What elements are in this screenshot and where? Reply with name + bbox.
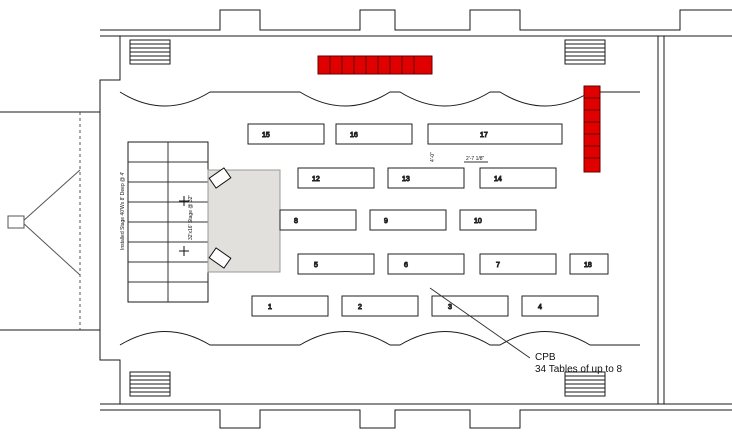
table-row: 12 13 14 bbox=[297, 167, 557, 189]
stairs-top-left bbox=[129, 39, 171, 65]
table-number-9: 9 bbox=[384, 218, 388, 225]
stairs-top-right bbox=[564, 39, 606, 65]
cpb-note: CPB bbox=[535, 352, 556, 363]
stairs-bottom-left bbox=[129, 371, 171, 397]
projection-area bbox=[7, 112, 81, 330]
table-number-14: 14 bbox=[494, 176, 502, 183]
table-number-15: 15 bbox=[262, 132, 270, 139]
table-row: 15 16 17 bbox=[247, 123, 563, 145]
table-number-10: 10 bbox=[474, 218, 482, 225]
banquet-tables: 15 16 17 12 13 14 8 9 10 5 6 bbox=[247, 123, 609, 317]
table-number-13: 13 bbox=[402, 176, 410, 183]
table-number-18: 18 bbox=[584, 262, 592, 269]
table-number-17: 17 bbox=[480, 132, 488, 139]
table-count-note: 34 Tables of up to 8 bbox=[535, 364, 623, 375]
dimension-label: 4'-0" bbox=[430, 152, 436, 162]
table-number-16: 16 bbox=[350, 132, 358, 139]
dimension-markers: 2'-7 1/8" 4'-0" bbox=[430, 152, 488, 163]
reserved-seating-top bbox=[317, 55, 433, 75]
table-number-1: 1 bbox=[268, 304, 272, 311]
leader-line bbox=[429, 287, 531, 359]
table-number-2: 2 bbox=[358, 304, 362, 311]
table-number-6: 6 bbox=[404, 262, 408, 269]
table-row: 1 2 3 4 bbox=[251, 295, 599, 317]
stairs-bottom-right bbox=[564, 371, 606, 397]
front-stage-label: 32'x16' Stage @ 32" bbox=[188, 195, 194, 240]
table-number-3: 3 bbox=[448, 304, 452, 311]
table-number-5: 5 bbox=[314, 262, 318, 269]
table-row: 8 9 10 bbox=[279, 209, 537, 231]
table-number-12: 12 bbox=[312, 176, 320, 183]
stage: Installed Stage 40'Wx 8' Deep @ 4' 32'x1… bbox=[120, 141, 281, 303]
dimension-label: 2'-7 1/8" bbox=[466, 156, 485, 162]
stage-label: Installed Stage 40'Wx 8' Deep @ 4' bbox=[120, 172, 126, 250]
table-row: 5 6 7 18 bbox=[297, 253, 609, 275]
table-number-7: 7 bbox=[496, 262, 500, 269]
table-number-8: 8 bbox=[294, 218, 298, 225]
reserved-seating-right bbox=[583, 85, 601, 173]
outer-walls bbox=[0, 9, 732, 429]
table-number-4: 4 bbox=[538, 304, 542, 311]
